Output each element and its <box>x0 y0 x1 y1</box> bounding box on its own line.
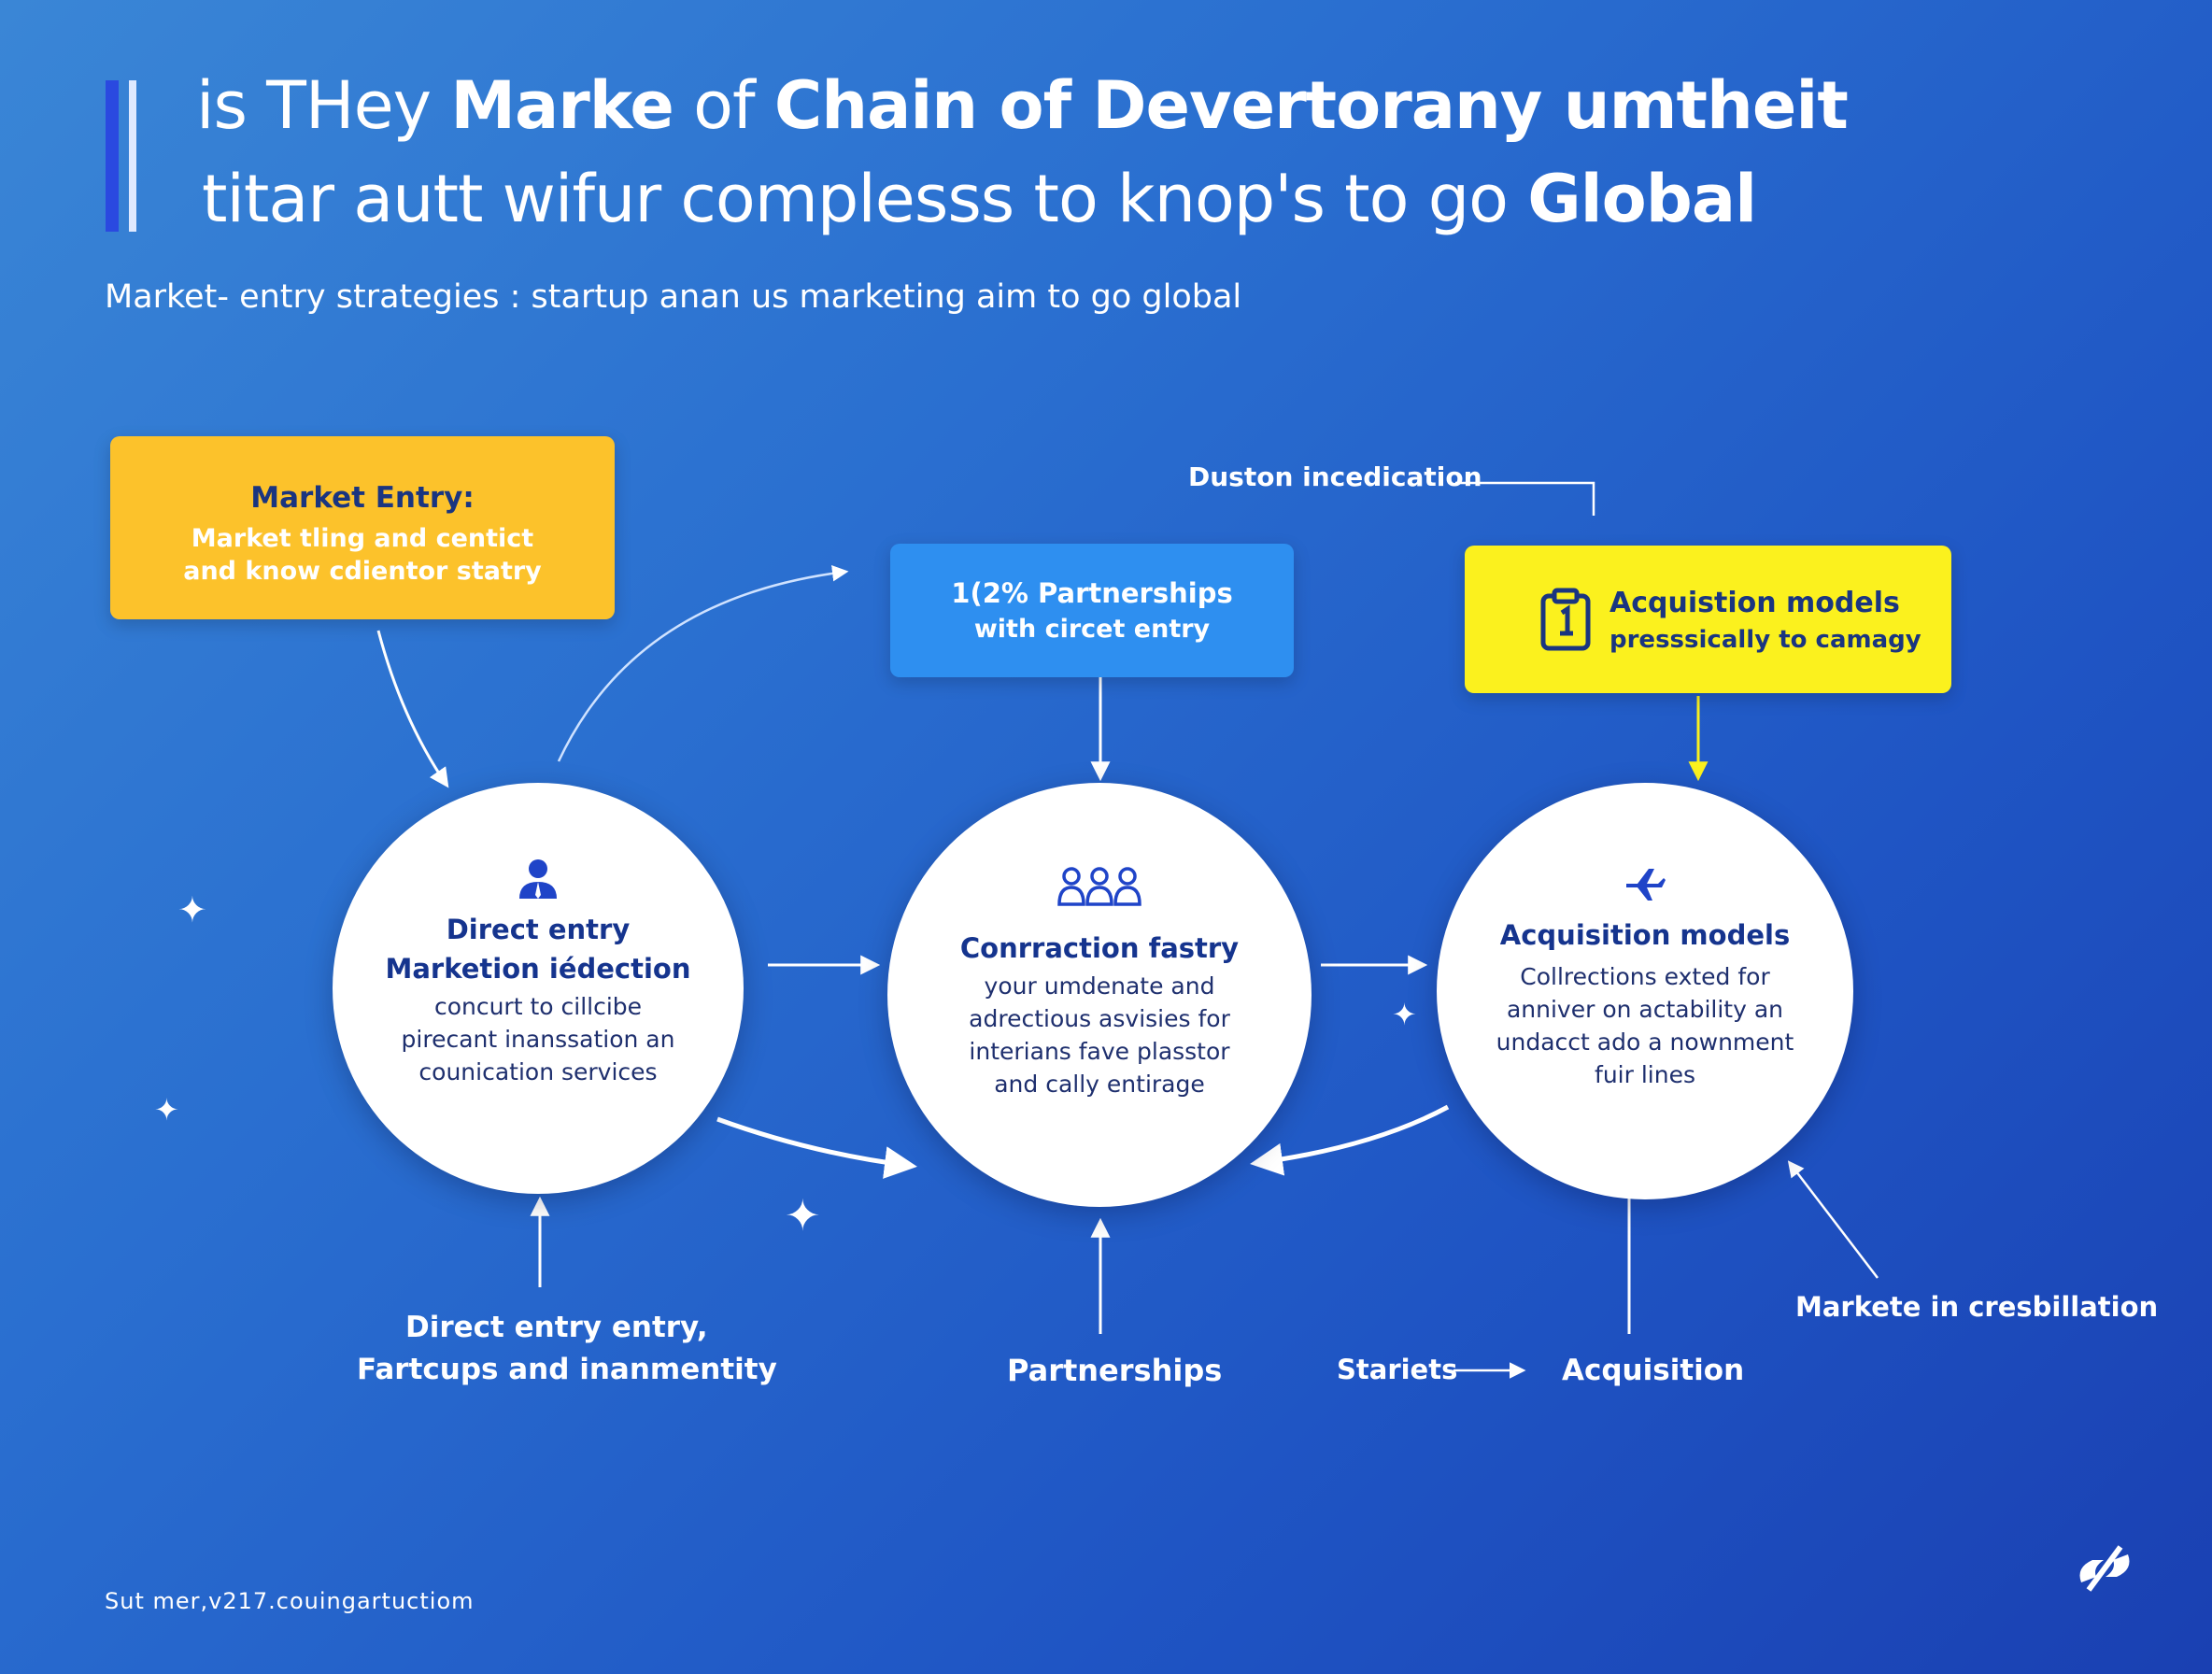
direct-entry-title: Direct entry <box>446 914 631 945</box>
market-entry-text-1: Market tling and centict <box>191 524 534 553</box>
market-entry-box: Market Entry: Market tling and centict a… <box>110 436 615 619</box>
contraction-text-2: adrectious asvisies for <box>969 1005 1230 1032</box>
acquisition-circle-title: Acquisition models <box>1499 919 1791 951</box>
acquisition-box-title: Acquistion models <box>1609 587 1900 619</box>
markete-label: Markete in cresbillation <box>1795 1291 2159 1323</box>
sparkle-icon: ✦ <box>154 1092 179 1128</box>
direct-entry-text-1: concurt to cillcibe <box>433 993 643 1020</box>
plane-icon <box>1437 859 1853 904</box>
sparkle-icon: ✦ <box>1392 997 1417 1032</box>
line-duston-connector <box>1455 481 1595 516</box>
bottom-left-label-1: Direct entry entry, <box>405 1311 708 1344</box>
contraction-text-1: your umdenate and <box>984 972 1215 1000</box>
direct-entry-text-2: pirecant inanssation an <box>401 1026 675 1053</box>
person-icon <box>333 858 744 902</box>
group-icon <box>887 865 1312 910</box>
bottom-left-label-2: Fartcups and inanmentity <box>357 1353 777 1386</box>
contraction-title: Conrraction fastry <box>959 932 1240 964</box>
footer-text: Sut mer,v217.couingartuctiom <box>105 1588 475 1614</box>
page-title-line-1: is THey Marke of Chain of Devertorany um… <box>196 67 1849 144</box>
bottom-mid-label: Partnerships <box>1007 1353 1223 1388</box>
sparkle-icon: ✦ <box>785 1190 821 1241</box>
title-accent-bar-light <box>129 80 136 232</box>
partnerships-title: 1(2% Partnerships <box>951 577 1233 609</box>
arrow-curve-acq-middle <box>1250 1104 1450 1176</box>
contraction-text-4: and cally entirage <box>994 1071 1205 1098</box>
acquisition-box-text: presssically to camagy <box>1609 626 1921 654</box>
page-title-line-2: titar autt wifur complesss to knop's to … <box>202 161 1757 237</box>
acquisition-box: Acquistion models presssically to camagy <box>1465 546 1951 693</box>
arrow-market-to-direct <box>376 630 449 788</box>
direct-entry-text-3: counication services <box>418 1058 658 1085</box>
contraction-circle: Conrraction fastry your umdenate and adr… <box>887 783 1312 1207</box>
partnerships-box: 1(2% Partnerships with circet entry <box>890 544 1294 677</box>
sparkle-icon: ✦ <box>177 889 207 930</box>
logo-icon <box>2072 1539 2137 1601</box>
direct-entry-circle: Direct entry Marketion iédection concurt… <box>333 783 744 1194</box>
clipboard-icon <box>1539 587 1592 656</box>
page-subtitle: Market- entry strategies : startup anan … <box>105 278 1242 316</box>
direct-entry-subtitle: Marketion iédection <box>385 953 691 985</box>
arrow-direct-to-partnerships <box>557 565 849 762</box>
title-accent-bar-dark <box>106 80 119 232</box>
arrow-markete-to-acq <box>1787 1160 1879 1279</box>
arrow-curve-direct-middle <box>716 1116 917 1179</box>
stariets-label: Stariets <box>1337 1354 1458 1385</box>
acquisition-circle-text-4: fuir lines <box>1595 1061 1695 1088</box>
acquisition-label: Acquisition <box>1562 1354 1745 1387</box>
market-entry-text-2: and know cdientor statry <box>183 557 542 586</box>
market-entry-title: Market Entry: <box>250 481 475 515</box>
acquisition-circle-text-2: anniver on actability an <box>1506 996 1784 1023</box>
contraction-text-3: interians fave plasstor <box>969 1038 1230 1065</box>
duston-label: Duston incedication <box>1188 461 1482 492</box>
partnerships-text: with circet entry <box>973 615 1211 644</box>
acquisition-circle-text-1: Collrections exted for <box>1520 963 1770 990</box>
acquisition-circle-text-3: undacct ado a nownment <box>1496 1029 1794 1056</box>
acquisition-circle: Acquisition models Collrections exted fo… <box>1437 783 1853 1199</box>
